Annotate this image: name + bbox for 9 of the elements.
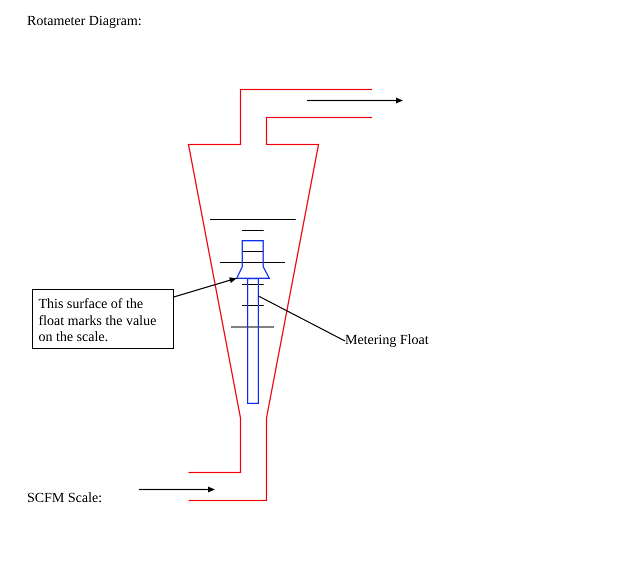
float-stem [247,278,259,404]
scale-label: SCFM Scale: [27,491,102,507]
leader-line [258,295,346,342]
diagram-title: Rotameter Diagram: [27,14,142,30]
float-head [236,240,270,279]
float-label: Metering Float [345,333,429,349]
callout-box [32,289,174,349]
leader-arrow [173,277,237,298]
callout-text: This surface of the float marks the value on the scale. [38,297,158,346]
